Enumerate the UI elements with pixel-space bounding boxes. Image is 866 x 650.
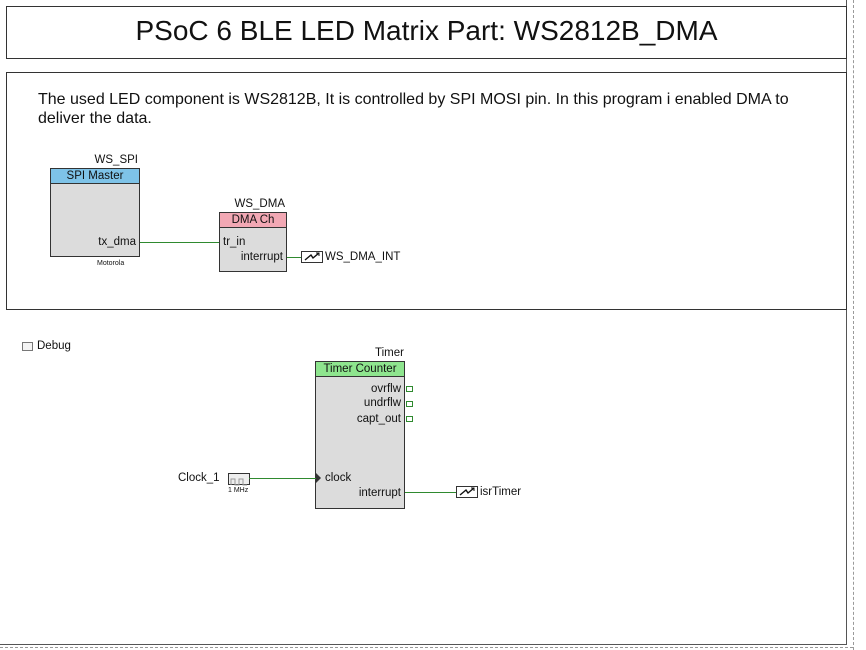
clock-input-marker	[316, 473, 321, 483]
dma-instance-name: WS_DMA	[234, 198, 285, 210]
debug-label: Debug	[37, 340, 71, 352]
timer-counter-header: Timer Counter	[316, 362, 404, 377]
description-text: The used LED component is WS2812B, It is…	[38, 91, 789, 127]
led-section-frame: The used LED component is WS2812B, It is…	[6, 72, 847, 310]
clock-label: Clock_1	[178, 472, 220, 484]
page-edge-right	[846, 0, 847, 645]
wire-dma-to-isr	[287, 257, 302, 258]
spi-master-component[interactable]: SPI Master tx_dma	[50, 168, 140, 257]
timer-pin-clock: clock	[325, 472, 352, 484]
dma-isr-label: WS_DMA_INT	[325, 251, 401, 263]
spi-pin-tx-dma: tx_dma	[98, 236, 136, 248]
page-edge-bottom	[0, 644, 847, 645]
wire-timer-to-isr	[405, 492, 457, 493]
title-frame: PSoC 6 BLE LED Matrix Part: WS2812B_DMA	[6, 6, 847, 59]
timer-isr-label: isrTimer	[480, 486, 522, 498]
dma-pin-tr-in: tr_in	[223, 236, 246, 248]
sheet-border-bottom	[0, 647, 853, 648]
timer-pin-capt-out: capt_out	[356, 413, 401, 425]
clock-symbol-icon[interactable]	[228, 473, 250, 486]
dma-channel-header: DMA Ch	[220, 213, 286, 228]
dma-channel-component[interactable]: DMA Ch tr_in interrupt	[219, 212, 287, 272]
spi-mode-label: Motorola	[97, 260, 125, 267]
timer-pin-interrupt: interrupt	[358, 487, 401, 499]
spi-master-header: SPI Master	[51, 169, 139, 184]
wire-spi-to-dma	[140, 242, 220, 243]
timer-pin-undrflw: undrflw	[363, 397, 401, 409]
page-title: PSoC 6 BLE LED Matrix Part: WS2812B_DMA	[135, 15, 718, 46]
dma-pin-interrupt: interrupt	[240, 251, 283, 263]
timer-counter-component[interactable]: Timer Counter ovrflw undrflw capt_out cl…	[315, 361, 405, 509]
spi-instance-name: WS_SPI	[94, 154, 138, 166]
wire-clock-to-timer	[249, 478, 316, 479]
ovrflw-terminal[interactable]	[406, 386, 413, 392]
timer-pin-ovrflw: ovrflw	[370, 383, 401, 395]
debug-icon	[22, 342, 33, 351]
timer-instance-name: Timer	[375, 347, 404, 359]
clock-frequency: 1 MHz	[228, 487, 249, 494]
undrflw-terminal[interactable]	[406, 401, 413, 407]
timer-isr-icon[interactable]	[456, 486, 478, 498]
dma-isr-icon[interactable]	[301, 251, 323, 263]
sheet-border-right	[853, 0, 854, 650]
capt-out-terminal[interactable]	[406, 416, 413, 422]
